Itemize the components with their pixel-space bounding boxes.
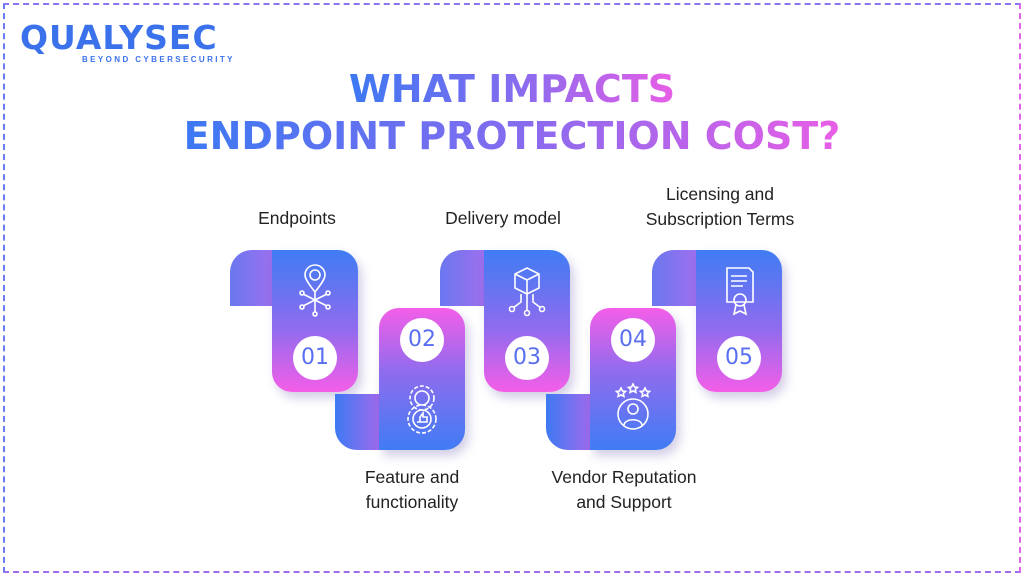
certificate-icon (726, 267, 754, 316)
number-badge: 01 (293, 336, 337, 380)
number-badge: 05 (717, 336, 761, 380)
label-delivery-model: Delivery model (445, 208, 561, 228)
logo-wordmark: QUALYSEC (20, 18, 218, 57)
number-badge: 04 (611, 318, 655, 362)
number-badge: 02 (400, 318, 444, 362)
card-02: 02 (379, 308, 465, 450)
person-stars-icon (614, 382, 652, 430)
cube-network-icon (508, 267, 546, 317)
title-line-2: ENDPOINT PROTECTION COST? (183, 114, 841, 158)
card-03: 03 (484, 250, 570, 392)
label-endpoints: Endpoints (258, 208, 336, 228)
location-network-icon (299, 264, 331, 317)
gear-thumbs-up-icon (407, 385, 437, 434)
title-line-1: WHAT IMPACTS (348, 67, 676, 111)
page-title: WHAT IMPACTS ENDPOINT PROTECTION COST? (0, 66, 1024, 160)
card-01: 01 (272, 250, 358, 392)
dashed-border (3, 3, 1021, 573)
card-05: 05 (696, 250, 782, 392)
qualysec-logo: QUALYSEC BEYOND CYBERSECURITY (20, 18, 235, 64)
card-04: 04 (590, 308, 676, 450)
logo-tagline: BEYOND CYBERSECURITY (82, 55, 235, 64)
number-badge: 03 (505, 336, 549, 380)
